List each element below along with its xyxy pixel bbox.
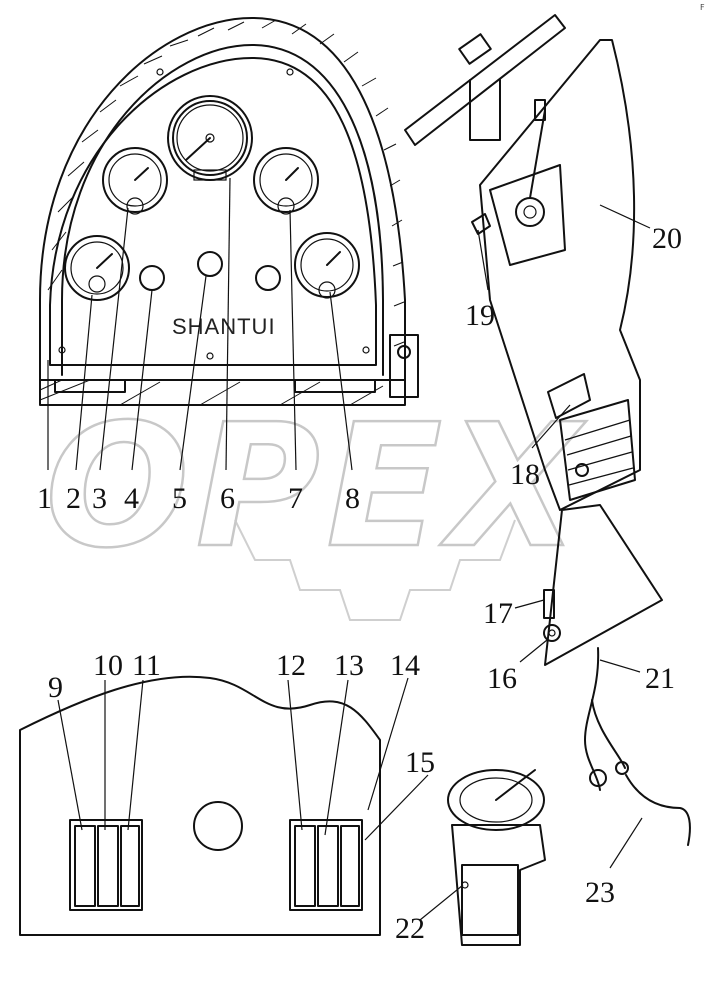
label-plate-18 [547,373,591,419]
watermark-text: OPEX [45,388,587,586]
connector [589,769,607,787]
indicator-lamp-4 [139,265,165,291]
washer-16-hole [548,629,556,637]
panel-foot-right [294,379,376,393]
callout-13: 13 [334,649,364,682]
indicator-lamp-right [255,265,281,291]
gauge-3 [102,147,168,215]
switch-9 [74,825,96,907]
panel-brand-label: SHANTUI [172,314,276,339]
bolt-17 [543,589,555,619]
switch-panel-outline [19,675,381,936]
callout-9: 9 [48,671,63,704]
leaders-switches [57,677,429,841]
panel-screw [286,68,294,76]
shell-hatching [39,19,405,406]
callout-2: 2 [66,482,81,515]
callout-1: 1 [37,482,52,515]
harness-21-b [591,699,626,769]
callout-11: 11 [132,649,161,682]
switch-12 [294,825,316,907]
panel-foot-left [54,379,126,393]
gauge-6-tachometer [167,95,253,181]
panel-screw [362,346,370,354]
steering-console-22 [447,769,546,946]
column-lever-knob [534,99,546,121]
callout-20: 20 [652,222,682,255]
panel-screw [58,346,66,354]
corner-mark: F [700,3,705,12]
steering-column [404,14,691,846]
callout-6: 6 [220,482,235,515]
panel-screw [206,352,214,360]
column-boot [559,399,636,501]
gauge-8 [294,232,360,299]
watermark: OPEX [44,387,587,621]
harness-21 [584,647,601,791]
column-body [479,39,641,511]
gauge-7 [253,147,319,215]
cluster-inner-shell [61,44,384,376]
steering-shaft [469,79,501,141]
side-bracket [389,334,419,398]
switch-panel-hole [193,801,243,851]
panel-face [49,57,377,366]
switch-group-left [69,819,143,911]
boot-ribs [564,419,634,486]
steering-bar [404,14,566,146]
steering-hub [458,33,492,65]
leaders-column [477,204,651,869]
switch-panel [19,675,381,936]
column-pivot [515,197,545,227]
callout-19: 19 [465,299,495,332]
callout-8: 8 [345,482,360,515]
switch-group-right [289,819,363,911]
callout-12: 12 [276,649,306,682]
gauge-2 [64,235,130,301]
callout-17: 17 [483,597,513,630]
switch-13 [317,825,339,907]
boot-bolt [575,463,589,477]
leader-22 [419,884,464,921]
callout-5: 5 [172,482,187,515]
column-lever [529,109,546,199]
callout-15: 15 [405,746,435,779]
key-switch-19 [471,213,491,235]
instrument-cluster: SHANTUI [39,17,419,406]
leaders-cluster [47,177,353,471]
callout-4: 4 [124,482,139,515]
column-pivot-inner [523,205,537,219]
cluster-outer-shell [39,17,406,406]
switch-11 [120,825,140,907]
column-lower-support [544,504,663,666]
callout-16: 16 [487,662,517,695]
callout-7: 7 [288,482,303,515]
panel-screw [156,68,164,76]
callout-labels: 1 2 3 4 5 6 7 8 9 10 11 12 13 14 15 16 1… [37,222,682,945]
connector [615,761,629,775]
indicator-lamp-5 [197,251,223,277]
callout-23: 23 [585,876,615,909]
watermark-gear-outline [234,519,516,621]
switch-10 [97,825,119,907]
side-bracket-bolt [397,345,411,359]
switch-15 [340,825,360,907]
harness-23 [625,774,691,846]
callout-21: 21 [645,662,675,695]
callout-18: 18 [510,458,540,491]
callout-22: 22 [395,912,425,945]
callout-14: 14 [390,649,420,682]
callout-3: 3 [92,482,107,515]
column-upper-block [489,164,566,266]
washer-16 [543,624,561,642]
callout-10: 10 [93,649,123,682]
